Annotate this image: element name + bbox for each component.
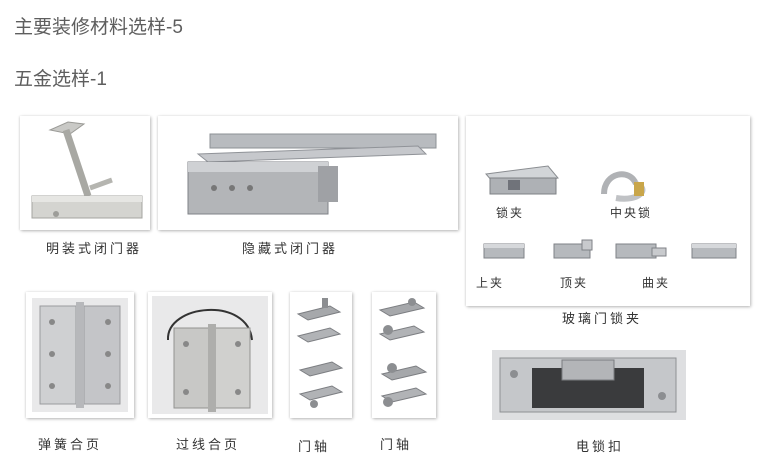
door-pivot-2-image [378,298,428,407]
electric-strike-label: 电锁扣 [576,440,625,455]
concealed-closer-label: 隐藏式闭门器 [242,242,339,257]
curved-clamp-image [615,243,667,259]
wired-hinge-label: 过线合页 [176,438,241,453]
glass-lock-group-label: 玻璃门锁夹 [562,312,643,327]
central-lock-image [601,171,646,202]
door-pivot-1-card [290,292,352,418]
top-clamp-image [483,243,525,259]
top-corner-clamp-image [553,239,593,259]
door-pivot-1-image [296,298,344,408]
wired-hinge-image [166,308,253,412]
spring-hinge-label: 弹簧合页 [38,438,103,453]
spring-hinge-image [39,302,121,408]
section-title: 五金选样-1 [14,69,107,90]
page-title: 主要装修材料选样-5 [14,17,183,38]
exposed-closer-image [20,116,150,230]
top-corner-clamp-label: 顶夹 [560,276,589,290]
electric-strike-image [499,357,677,413]
electric-strike-photo [492,350,686,420]
lock-clamp-label: 锁夹 [496,206,525,220]
concealed-closer-image [187,133,437,215]
door-pivot-2-label: 门轴 [380,438,413,453]
concealed-closer-card [158,116,458,230]
curved-clamp-label: 曲夹 [642,276,671,290]
door-pivot-1-label: 门轴 [298,440,331,455]
door-pivot-2-card [372,292,436,418]
lock-clamp-image [485,165,559,195]
extra-clamp-image [691,243,737,259]
exposed-closer-card [20,116,150,230]
glass-lock-card: 锁夹 中央锁 上夹 顶夹 曲夹 [466,116,750,306]
top-clamp-label: 上夹 [476,276,505,290]
exposed-closer-label: 明装式闭门器 [46,242,143,257]
central-lock-label: 中央锁 [610,206,653,220]
wired-hinge-card [148,292,272,418]
spring-hinge-card [26,292,134,418]
